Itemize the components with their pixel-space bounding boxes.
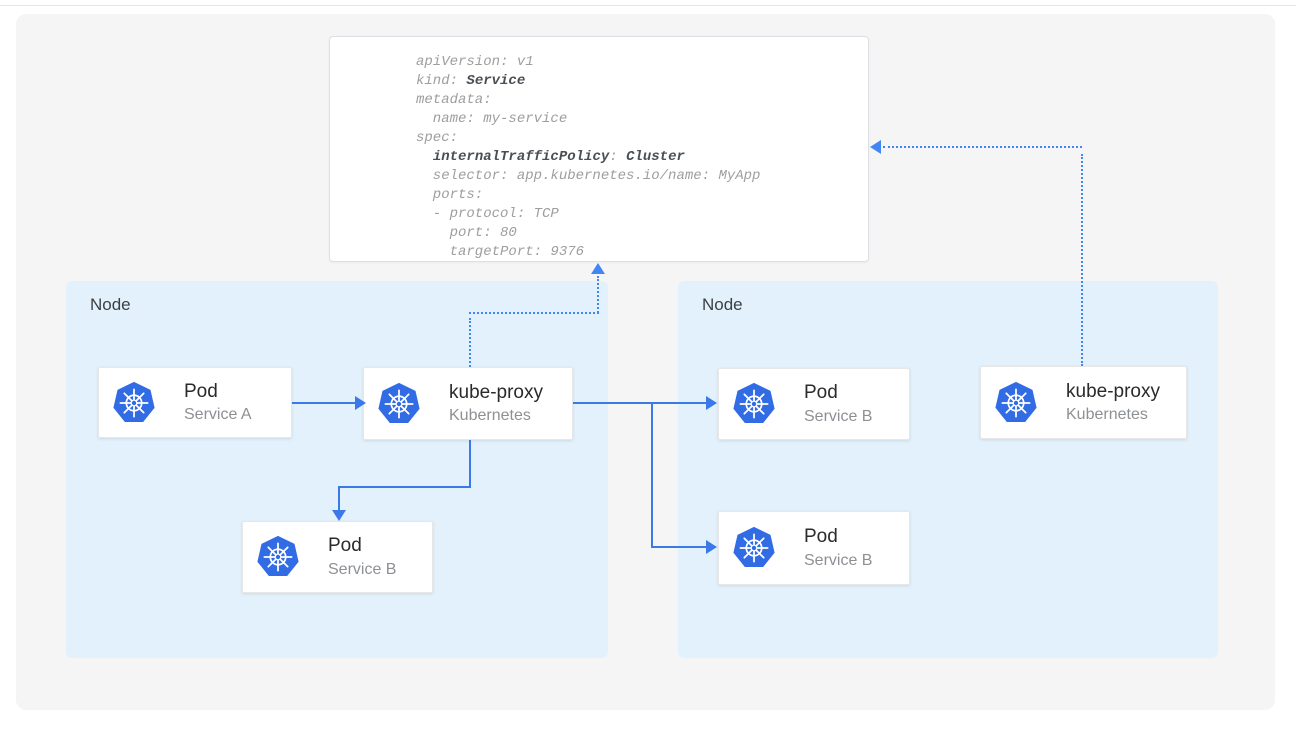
kubernetes-icon (112, 381, 156, 425)
card-subtitle: Service B (804, 408, 872, 426)
kubernetes-icon (732, 382, 776, 426)
card-pod-service-b-left: Pod Service B (242, 521, 433, 593)
dotted-arrow-left-kube-proxy-segment-2 (469, 312, 599, 314)
card-title: kube-proxy (1066, 381, 1160, 404)
dotted-arrow-left-kube-proxy-segment-1 (469, 318, 471, 367)
code-line: port: 80 (416, 224, 868, 243)
card-title: Pod (804, 382, 872, 405)
node-left: Node (66, 281, 608, 658)
arrow-pod-a-to-kube-proxy-head (355, 396, 366, 410)
arrow-kube-proxy-to-pod-b-right-bottom-segment-1 (651, 402, 653, 548)
card-title: Pod (328, 535, 396, 558)
code-line: targetPort: 9376 (416, 243, 868, 262)
dotted-arrow-right-kube-proxy-segment-1 (1081, 154, 1083, 366)
arrow-kube-proxy-to-pod-b-left-segment-1 (469, 440, 471, 486)
arrow-kube-proxy-to-pod-b-left-segment-3 (338, 486, 340, 511)
card-pod-service-b-right-top: Pod Service B (718, 368, 910, 440)
dotted-arrow-right-kube-proxy-segment-2 (883, 146, 1082, 148)
arrow-kube-proxy-to-pod-b-right-top-head (706, 396, 717, 410)
code-line: metadata: (416, 91, 868, 110)
yaml-code: apiVersion: v1kind: Servicemetadata: nam… (330, 37, 868, 262)
code-line: internalTrafficPolicy: Cluster (416, 148, 868, 167)
card-subtitle: Kubernetes (1066, 406, 1160, 424)
kubernetes-icon (377, 382, 421, 426)
card-subtitle: Kubernetes (449, 407, 543, 425)
card-subtitle: Service B (804, 552, 872, 570)
arrow-kube-proxy-to-pod-b-right-bottom-segment-2 (651, 546, 707, 548)
card-kube-proxy-left: kube-proxy Kubernetes (363, 367, 573, 440)
card-kube-proxy-right: kube-proxy Kubernetes (980, 366, 1187, 439)
arrow-kube-proxy-to-pod-b-left-head (332, 510, 346, 521)
code-line: - protocol: TCP (416, 205, 868, 224)
code-line: selector: app.kubernetes.io/name: MyApp (416, 167, 868, 186)
arrow-kube-proxy-to-pod-b-right-top-line (573, 402, 707, 404)
node-label: Node (702, 295, 743, 315)
arrow-pod-a-to-kube-proxy-line (292, 402, 356, 404)
kubernetes-icon (256, 535, 300, 579)
card-title: kube-proxy (449, 382, 543, 405)
arrow-kube-proxy-to-pod-b-left-segment-2 (338, 486, 471, 488)
dotted-arrow-left-kube-proxy-head (591, 263, 605, 274)
kubernetes-icon (732, 526, 776, 570)
kubernetes-icon (994, 381, 1038, 425)
code-line: name: my-service (416, 110, 868, 129)
dotted-arrow-left-kube-proxy-segment-3 (597, 276, 599, 313)
code-line: ports: (416, 186, 868, 205)
card-pod-service-a: Pod Service A (98, 367, 292, 438)
card-title: Pod (804, 526, 872, 549)
top-divider (0, 5, 1296, 6)
node-right: Node (678, 281, 1218, 658)
arrow-kube-proxy-to-pod-b-right-bottom-head (706, 540, 717, 554)
dotted-arrow-right-kube-proxy-head (870, 140, 881, 154)
card-subtitle: Service B (328, 561, 396, 579)
node-label: Node (90, 295, 131, 315)
code-line: kind: Service (416, 72, 868, 91)
service-yaml-panel: apiVersion: v1kind: Servicemetadata: nam… (329, 36, 869, 262)
code-line: apiVersion: v1 (416, 53, 868, 72)
card-pod-service-b-right-bottom: Pod Service B (718, 511, 910, 585)
code-line: spec: (416, 129, 868, 148)
card-subtitle: Service A (184, 406, 252, 424)
card-title: Pod (184, 381, 252, 404)
